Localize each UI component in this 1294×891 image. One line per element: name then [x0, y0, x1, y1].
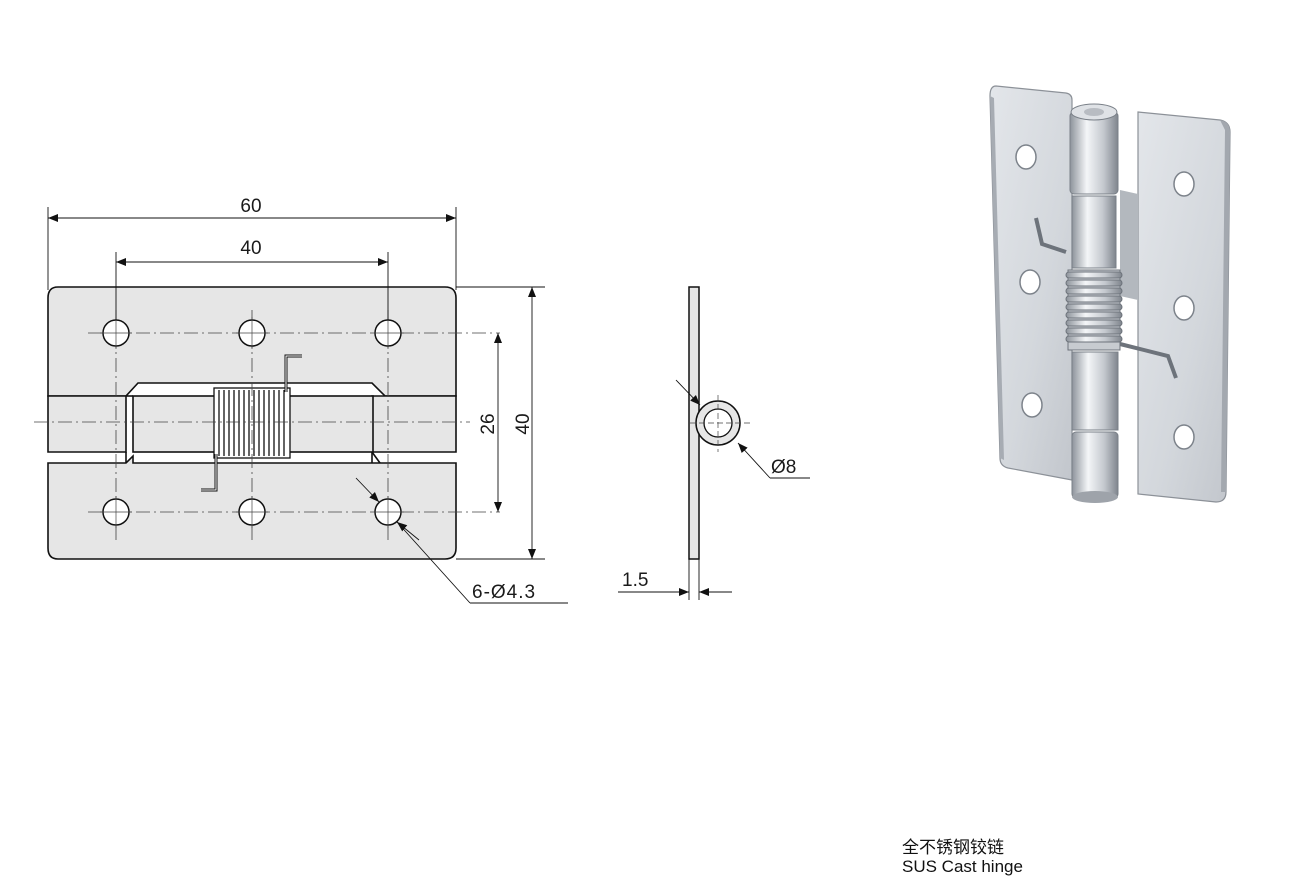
dim-row-spacing: 26 [478, 413, 499, 434]
caption-chinese: 全不锈钢铰链 [902, 838, 1004, 857]
dim-overall-width: 60 [240, 196, 261, 217]
dim-thickness: 1.5 [622, 570, 648, 591]
dim-hole-spacing: 40 [240, 238, 261, 259]
dimension-60 [47, 207, 457, 290]
dimension-40-vertical [456, 286, 545, 560]
dimension-40-horizontal [115, 252, 389, 320]
dimension-thickness [618, 559, 732, 600]
caption-english: SUS Cast hinge [902, 857, 1023, 876]
front-view: 60 40 26 40 6-Ø4.3 [34, 196, 568, 604]
side-view: Ø8 1.5 [618, 286, 810, 600]
hole-leader [355, 477, 568, 604]
spring-coil [213, 387, 291, 459]
knuckle-leader [675, 379, 810, 479]
dim-knuckle-diameter: Ø8 [771, 457, 796, 478]
product-caption: 全不锈钢铰链 SUS Cast hinge [902, 838, 1023, 876]
hinge-product-image [989, 85, 1231, 503]
dim-holes: 6-Ø4.3 [472, 582, 536, 603]
dim-overall-height: 40 [513, 413, 534, 434]
